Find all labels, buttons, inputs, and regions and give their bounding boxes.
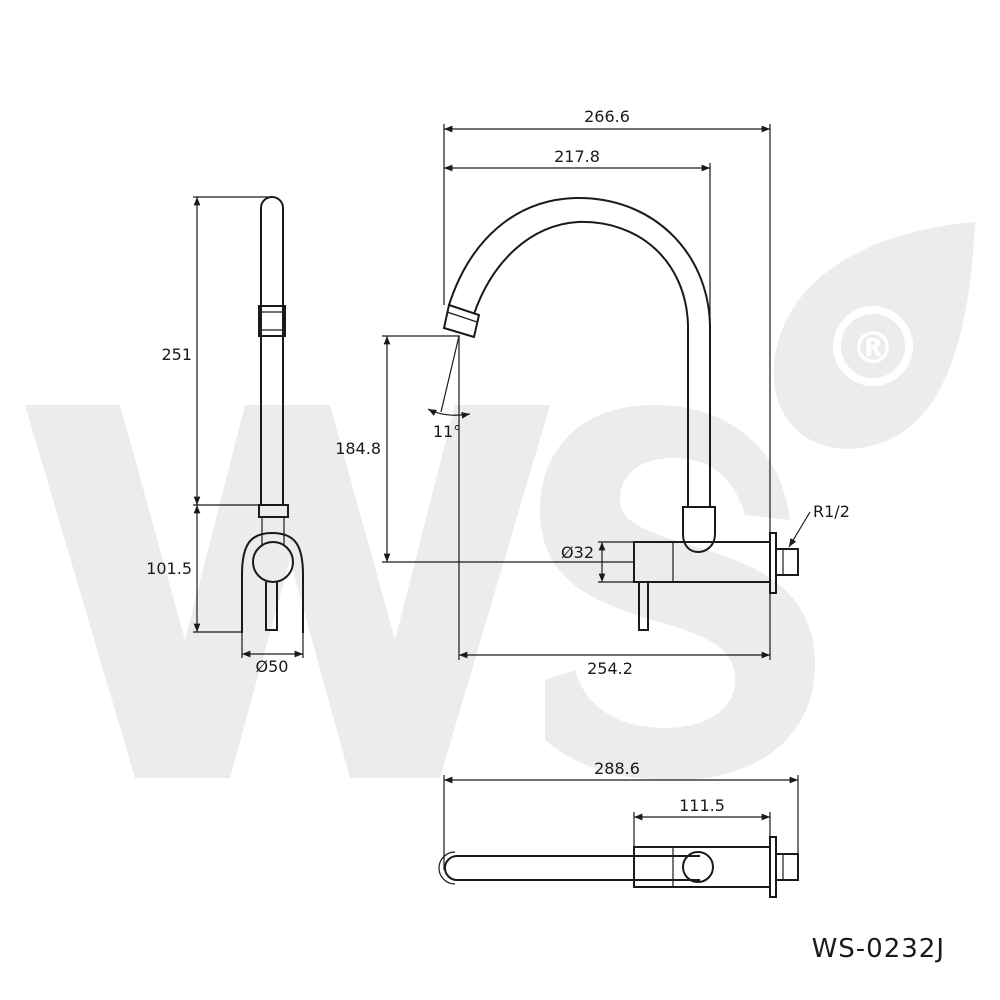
dim-label-spout-angle: 11° [433,422,461,441]
front-view [442,196,799,631]
side-dimensions [193,196,304,658]
top-swivel-hub [682,851,714,883]
side-flange [241,531,304,633]
dim-leader-thread [788,511,811,548]
side-lever [265,582,278,631]
dim-label-thread: R1/2 [813,502,850,521]
side-view [241,196,304,633]
dim-label-spout-height: 184.8 [335,439,381,458]
dim-label-body-diameter: Ø32 [561,543,594,562]
front-lever [638,582,649,631]
top-view [438,836,799,898]
front-aerator [442,303,481,339]
front-thread [775,548,799,576]
top-thread [775,853,799,881]
dim-arc-angle [427,408,471,419]
dim-label-base-length: 254.2 [587,659,633,678]
front-dimensions [382,124,811,660]
model-number: WS-0232J [812,934,945,964]
dim-label-body-height: 101.5 [146,559,192,578]
dim-label-flange-diameter: Ø50 [256,657,289,676]
side-aerator [258,305,286,337]
dim-label-side-height: 251 [161,345,192,364]
front-spout-inner [473,220,689,507]
dim-label-overall-length: 288.6 [594,759,640,778]
registered-mark: ® [833,306,913,386]
registered-symbol: ® [851,323,895,374]
watermark-logo [25,222,975,780]
side-collar [258,504,289,518]
side-handle-hub [252,541,294,583]
top-dimensions [443,775,799,870]
front-spout-outer [448,196,711,507]
top-spout-tube [444,855,700,881]
dim-label-overall-width: 266.6 [584,107,630,126]
dim-label-body-length: 111.5 [679,796,725,815]
dim-label-spout-reach: 217.8 [554,147,600,166]
